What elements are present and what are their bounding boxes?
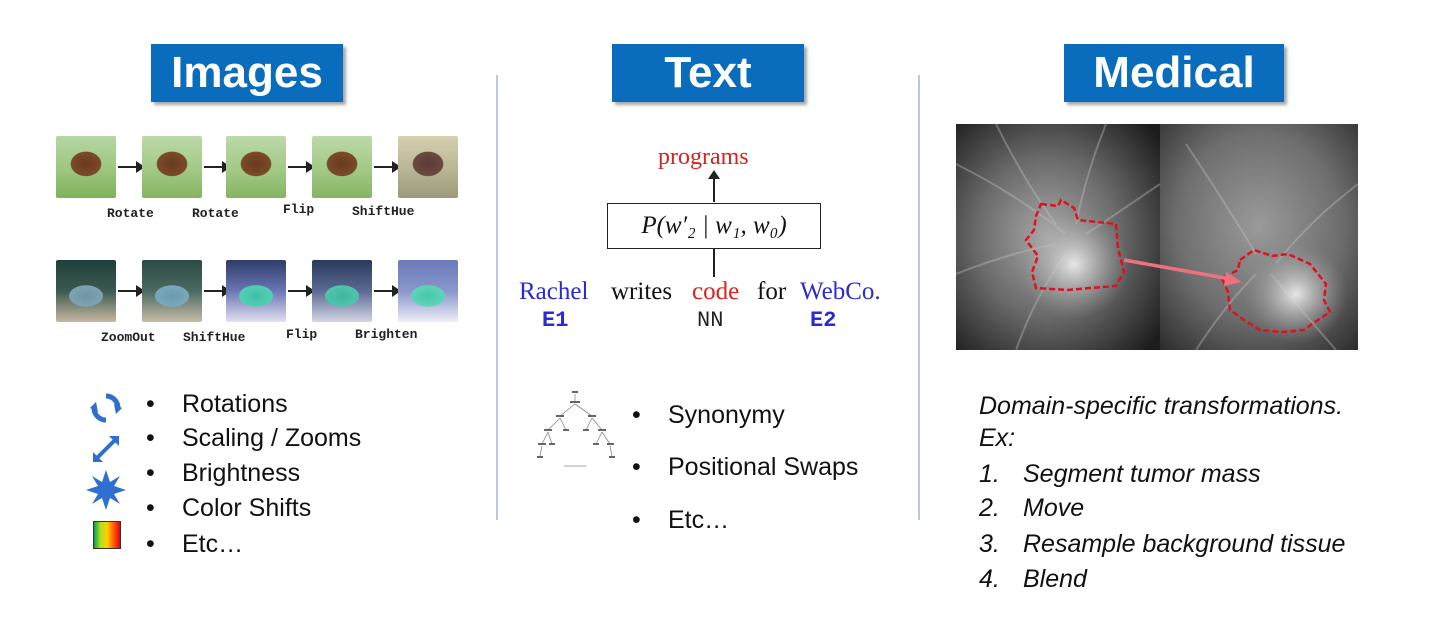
step-number: 3.	[979, 530, 1000, 558]
step-number: 4.	[979, 565, 1000, 593]
car-thumbnail	[226, 260, 286, 322]
rotate-arrows-icon	[90, 393, 122, 423]
formula: P(w′₂ | w₁, w₀)	[641, 212, 787, 239]
transform-op-label: Rotate	[107, 206, 154, 221]
car-thumbnail	[312, 260, 372, 322]
medical-step: 1. Segment tumor mass	[979, 460, 1261, 489]
transform-op-label: ShiftHue	[352, 204, 415, 219]
medical-step: 4. Blend	[979, 565, 1087, 594]
sunburst-icon	[86, 470, 126, 510]
arrow	[118, 285, 145, 297]
column-divider-right	[918, 75, 920, 520]
car-thumbnail	[142, 260, 202, 322]
medical-step: 2. Move	[979, 494, 1084, 523]
step-number: 1.	[979, 460, 1000, 488]
step-label: Move	[1023, 494, 1085, 522]
bullet-label: Positional Swaps	[668, 453, 859, 481]
horse-thumbnail	[312, 136, 372, 198]
step-label: Blend	[1023, 565, 1087, 593]
sentence-word: Rachel	[519, 278, 589, 305]
sentence-word: code	[692, 278, 740, 305]
horse-thumbnail	[398, 136, 458, 198]
transform-op-label: Flip	[286, 327, 318, 342]
word-tag: NN	[697, 308, 724, 333]
step-label: Segment tumor mass	[1023, 460, 1261, 488]
step-label: Resample background tissue	[1023, 530, 1346, 558]
arrow	[288, 161, 315, 173]
arrow	[118, 161, 145, 173]
arrow	[374, 161, 401, 173]
bullet-label: Brightness	[182, 459, 301, 487]
transform-op-label: Brighten	[355, 327, 418, 342]
images-header: Images	[151, 44, 343, 102]
step-number: 2.	[979, 494, 1000, 522]
medical-step: 3. Resample background tissue	[979, 530, 1345, 559]
column-divider-left	[496, 75, 498, 520]
bullet-label: Color Shifts	[182, 494, 312, 522]
sentence-word: for	[757, 278, 787, 305]
arrow	[288, 285, 315, 297]
medical-description: Ex:	[979, 424, 1016, 452]
word-tag: E2	[810, 308, 837, 333]
word-tag: E1	[542, 308, 569, 333]
mammogram-image	[956, 124, 1358, 350]
down-line	[713, 249, 715, 277]
bullet-label: Rotations	[182, 390, 288, 418]
text-header: Text	[612, 44, 804, 102]
transform-op-label: Rotate	[192, 206, 239, 221]
parse-tree-icon	[537, 391, 615, 467]
horse-thumbnail	[226, 136, 286, 198]
color-gradient-icon	[93, 521, 121, 549]
up-arrow	[713, 176, 715, 202]
car-thumbnail	[56, 260, 116, 322]
formula-box: P(w′₂ | w₁, w₀)	[607, 203, 821, 249]
transform-op-label: ShiftHue	[183, 330, 246, 345]
horse-thumbnail	[142, 136, 202, 198]
programs-label: programs	[658, 144, 749, 170]
bullet-label: Etc…	[182, 530, 244, 558]
medical-header: Medical	[1064, 44, 1284, 102]
bullet-label: Etc…	[668, 506, 730, 534]
medical-description: Domain-specific transformations.	[979, 392, 1344, 420]
car-thumbnail	[398, 260, 458, 322]
arrow	[374, 285, 401, 297]
sentence-word: writes	[611, 278, 673, 305]
resize-arrow-icon	[93, 436, 119, 462]
transform-op-label: ZoomOut	[101, 330, 156, 345]
bullet-label: Scaling / Zooms	[182, 424, 362, 452]
sentence-word: WebCo.	[800, 278, 881, 305]
horse-thumbnail	[56, 136, 116, 198]
bullet-label: Synonymy	[668, 401, 785, 429]
transform-op-label: Flip	[283, 202, 315, 217]
